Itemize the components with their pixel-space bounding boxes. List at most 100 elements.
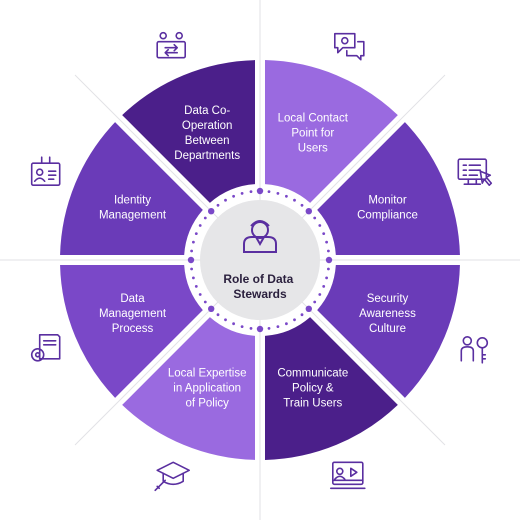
segment-label-line: Local Expertise (168, 368, 247, 380)
segment-label-line: Culture (369, 323, 406, 335)
id-badge-icon (30, 156, 61, 186)
ring-dot (318, 224, 322, 227)
ring-dot (276, 192, 280, 195)
ring-dot (203, 216, 207, 220)
ring-dot (224, 318, 227, 322)
ring-dot (190, 249, 194, 253)
segment-label-line: of Policy (185, 398, 229, 410)
outer-icons (30, 31, 493, 492)
segment-label-line: Policy & (292, 383, 334, 395)
segment-label-line: Local Contact (278, 113, 349, 125)
segment-label-line: Process (112, 323, 154, 335)
ring-dot (300, 313, 304, 317)
ring-dot (198, 224, 202, 227)
segment-label-line: Management (99, 210, 167, 222)
segment-2 (317, 122, 460, 256)
ring-dot (327, 267, 330, 271)
ring-dot (267, 190, 271, 194)
chat-settings-icon (333, 32, 365, 61)
ring-dot (249, 327, 253, 330)
ring-dot (190, 267, 194, 271)
ring-dot (325, 276, 328, 280)
document-gear-icon (30, 333, 61, 362)
segment-label-line: Data Co- (184, 105, 230, 117)
ring-dot (285, 194, 288, 198)
segment-label-line: Communicate (277, 368, 348, 380)
ring-dot (318, 293, 322, 296)
ring-dot (198, 293, 202, 296)
ring-dot (256, 325, 264, 333)
ring-dot (293, 318, 296, 322)
segment-3 (317, 264, 460, 398)
center-title: Role of Data Stewards (223, 272, 296, 301)
segment-label-line: Between (185, 135, 230, 147)
segment-label-line: Compliance (357, 210, 418, 222)
key-person-icon (460, 335, 489, 364)
ring-dot (224, 198, 227, 202)
segment-label-line: Data (120, 293, 145, 305)
center-title-line-1: Role of Data (223, 272, 293, 286)
graduation-cap-icon (154, 461, 190, 492)
ring-dot (276, 325, 280, 328)
segment-label-line: Operation (182, 120, 233, 132)
ring-dot (325, 240, 328, 244)
ring-dot (208, 305, 215, 312)
segment-label-line: Monitor (368, 195, 407, 207)
ring-dot (249, 190, 253, 194)
ring-dot (203, 300, 207, 304)
ring-dot (327, 249, 330, 253)
presentation-video-icon (329, 461, 366, 490)
ring-dot (305, 305, 312, 312)
exchange-people-icon (156, 31, 186, 59)
segment-5-label: Local Expertise in Application of Policy (168, 368, 247, 410)
ring-dot (293, 198, 296, 202)
dotted-ring (187, 187, 333, 333)
ring-dot (313, 216, 317, 220)
segment-label-line: Identity (114, 195, 151, 207)
center-hub: Role of Data Stewards (200, 200, 320, 320)
ring-dot (192, 276, 195, 280)
segment-6 (60, 264, 203, 398)
ring-dot (313, 300, 317, 304)
ring-dot (232, 194, 236, 198)
segment-label-line: Management (99, 308, 167, 320)
ring-dot (232, 322, 236, 326)
ring-dot (194, 285, 198, 288)
segment-label-line: Point for (291, 128, 334, 140)
segment-label-line: Security (367, 293, 409, 305)
segment-label-line: Users (298, 143, 328, 155)
person-icon (243, 220, 277, 253)
segment-7 (60, 122, 203, 256)
segment-4 (264, 317, 398, 460)
ring-dot (240, 325, 244, 328)
center-title-line-2: Stewards (233, 287, 287, 301)
monitor-checklist-icon (457, 158, 493, 186)
segment-label-line: in Application (173, 383, 241, 395)
ring-dot (216, 203, 220, 207)
segment-label-line: Departments (174, 150, 240, 162)
ring-dot (192, 240, 195, 244)
ring-dot (325, 256, 333, 264)
ring-dot (187, 256, 195, 264)
ring-dot (240, 192, 244, 195)
segment-8 (122, 60, 256, 203)
segment-1 (264, 60, 398, 203)
ring-dot (256, 187, 264, 195)
ring-dot (300, 203, 304, 207)
ring-dot (208, 208, 215, 215)
ring-dot (322, 232, 326, 236)
segment-5 (122, 317, 256, 460)
ring-dot (322, 285, 326, 288)
ring-dot (194, 232, 198, 236)
ring-dot (267, 327, 271, 330)
ring-dot (305, 208, 312, 215)
center-circle (200, 200, 320, 320)
